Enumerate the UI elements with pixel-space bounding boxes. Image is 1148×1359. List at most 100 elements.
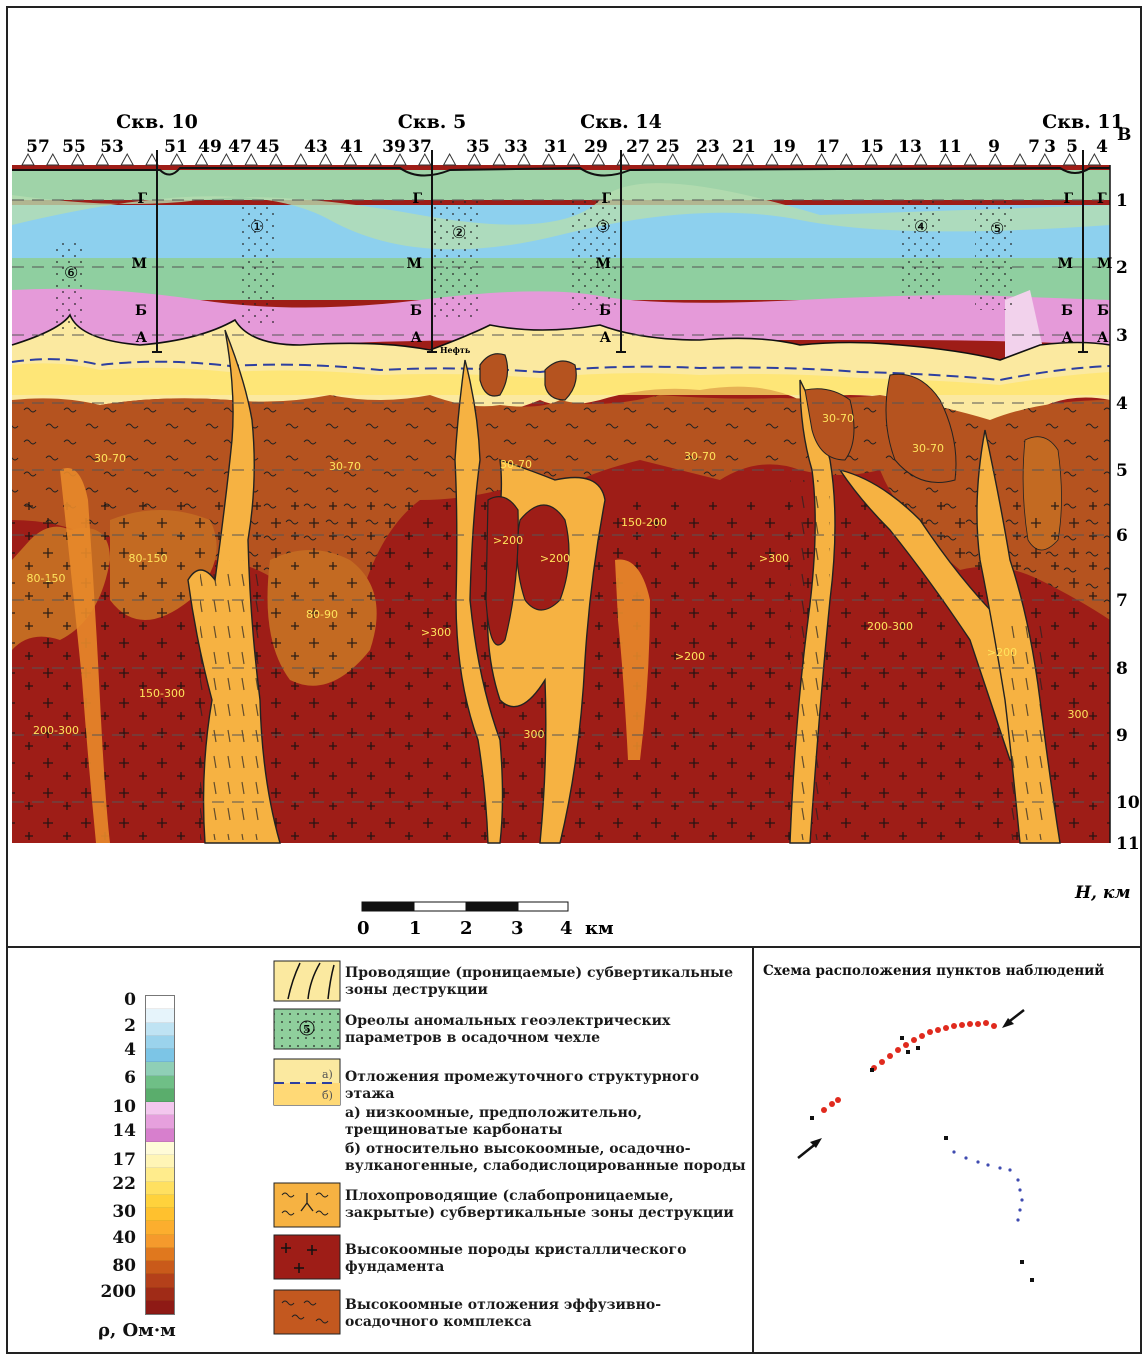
colorbar-segment (146, 1141, 174, 1155)
station-triangle (715, 152, 730, 166)
conductive-dash-pattern-1 (200, 560, 260, 840)
legend-swatch-halo: 5 (273, 1008, 341, 1050)
resistivity-label: 200-300 (33, 724, 79, 737)
conductive-bulb-1 (479, 353, 509, 397)
colorbar (145, 995, 175, 1315)
colorbar-label: 0 (124, 990, 136, 1010)
station-triangle (765, 152, 779, 166)
depth-tick-label: 2 (1116, 258, 1128, 278)
colorbar-segment (146, 1208, 174, 1222)
station-triangle (1062, 152, 1077, 166)
resistivity-label: >300 (421, 626, 451, 639)
legend-swatch-closed (273, 1182, 341, 1228)
resistivity-label: 300 (1068, 708, 1089, 721)
scale-tick-3: 3 (511, 918, 524, 939)
colorbar-segment (146, 1300, 174, 1314)
colorbar-segment (146, 1274, 174, 1288)
closed-zone-mid (615, 559, 650, 760)
station-triangle (1087, 152, 1102, 166)
colorbar-segment (146, 996, 174, 1010)
colorbar-segment (146, 1009, 174, 1023)
horizon-label: Г (1063, 191, 1073, 207)
colorbar-segment (146, 1075, 174, 1089)
station-label: 11 (938, 137, 962, 157)
depth-axis-title: H, км (1074, 883, 1131, 903)
station-label: 57 (26, 137, 50, 157)
map-arrow-left-head (810, 1138, 822, 1148)
colorbar-label: 30 (112, 1202, 136, 1222)
horizon-label: М (1097, 256, 1113, 272)
horizon-label: Г (601, 191, 611, 207)
conductive-dash-pattern-2 (790, 480, 830, 840)
station-triangle (665, 152, 680, 166)
colorbar-label: 10 (112, 1097, 136, 1117)
resistivity-label: 30-70 (329, 460, 361, 473)
colorbar-segment (146, 1062, 174, 1076)
scale-tick-0: 0 (357, 918, 370, 939)
scale-unit: км (585, 918, 614, 939)
resistivity-label: 30-70 (94, 452, 126, 465)
station-label: 15 (860, 137, 884, 157)
resistivity-label: 30-70 (912, 442, 944, 455)
resistivity-label: 200-300 (867, 620, 913, 633)
colorbar-segment (146, 1221, 174, 1235)
colorbar-label: 80 (112, 1256, 136, 1276)
horizon-label: Г (412, 191, 422, 207)
halo-number-5: ⑤ (990, 219, 1004, 238)
colorbar-label: 6 (124, 1068, 136, 1088)
colorbar-segment (146, 1035, 174, 1049)
horizon-label: Б (599, 303, 611, 319)
section-divider (6, 946, 1142, 948)
sediment-green-patches (12, 183, 1110, 250)
station-triangle (566, 152, 581, 166)
pink-layer (12, 288, 1110, 348)
station-triangle (293, 152, 308, 166)
map-arrow-right-head (1002, 1018, 1014, 1028)
horizon-label: А (136, 330, 148, 346)
depth-tick-label: 3 (1116, 326, 1128, 346)
horizon-label: М (132, 256, 148, 272)
station-label: 7 (1028, 137, 1040, 157)
resistivity-label: 80-150 (27, 572, 66, 585)
colorbar-segment (146, 1168, 174, 1182)
station-label: 41 (340, 137, 364, 157)
station-triangle (1013, 152, 1027, 166)
colorbar-label: 22 (112, 1174, 136, 1194)
map-profile-points (821, 1020, 997, 1113)
well-label: Скв. 11 (1042, 111, 1124, 133)
station-triangle (95, 152, 110, 166)
station-triangle (492, 152, 507, 166)
horizon-label: Г (1097, 191, 1107, 207)
horizon-label: Г (137, 191, 147, 207)
station-triangle (318, 152, 333, 166)
station-label: 27 (626, 137, 650, 157)
station-triangle (591, 152, 606, 166)
station-triangle (244, 152, 259, 166)
colorbar-label: 40 (112, 1228, 136, 1248)
colorbar-segment (146, 1247, 174, 1261)
resistivity-label: >200 (493, 534, 523, 547)
station-triangle (839, 152, 854, 166)
depth-gridlines (12, 199, 1110, 803)
resistivity-label: 300 (524, 728, 545, 741)
svg-text:5: 5 (303, 1023, 311, 1036)
depth-tick-label: 8 (1116, 659, 1128, 679)
station-triangle (889, 152, 903, 166)
resistivity-label: 80-150 (129, 552, 168, 565)
station-location-map (797, 1009, 1034, 1282)
legend-text-closed: Плохопроводящие (слабопроницаемые, закры… (345, 1188, 734, 1221)
svg-text:а): а) (322, 1068, 333, 1081)
resistivity-label: >200 (987, 646, 1017, 659)
horizon-label: А (600, 330, 612, 346)
depth-tick-label: 7 (1116, 591, 1128, 611)
horizon-label: Б (1061, 303, 1073, 319)
conductive-dash-pattern-3 (1010, 620, 1050, 840)
colorbar-segment (146, 1102, 174, 1116)
station-label: 39 (382, 137, 406, 157)
station-label: 4 (1096, 137, 1108, 157)
